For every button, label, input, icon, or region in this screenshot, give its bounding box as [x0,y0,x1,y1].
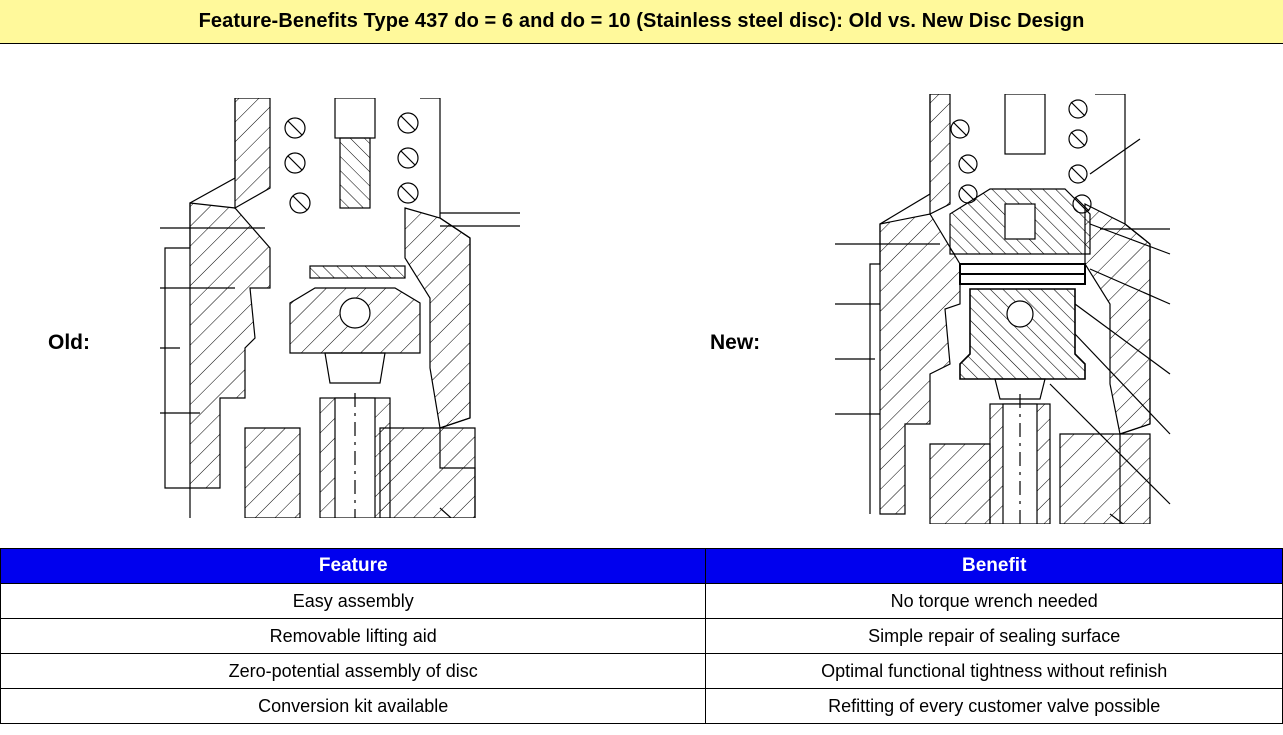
feature-cell: Removable lifting aid [0,618,707,654]
feature-cell: Conversion kit available [0,688,707,724]
table-row: Conversion kit available Refitting of ev… [0,688,1283,724]
benefit-cell: No torque wrench needed [705,583,1283,619]
benefit-cell: Optimal functional tightness without ref… [705,653,1283,689]
table-row: Removable lifting aid Simple repair of s… [0,618,1283,654]
page-title: Feature-Benefits Type 437 do = 6 and do … [0,0,1283,44]
new-valve-drawing [835,94,1171,524]
benefit-cell: Refitting of every customer valve possib… [705,688,1283,724]
table-header-row: Feature Benefit [0,548,1283,584]
benefit-column-header: Benefit [705,548,1283,584]
feature-cell: Easy assembly [0,583,707,619]
feature-cell: Zero-potential assembly of disc [0,653,707,689]
benefit-cell: Simple repair of sealing surface [705,618,1283,654]
table-row: Easy assembly No torque wrench needed [0,583,1283,619]
feature-benefit-table: Feature Benefit Easy assembly No torque … [0,548,1283,724]
old-valve-drawing [160,98,520,518]
drawing-area: Old: New: [0,44,1283,547]
old-design-label: Old: [48,331,90,354]
new-design-label: New: [710,331,761,354]
table-row: Zero-potential assembly of disc Optimal … [0,653,1283,689]
feature-column-header: Feature [0,548,707,584]
